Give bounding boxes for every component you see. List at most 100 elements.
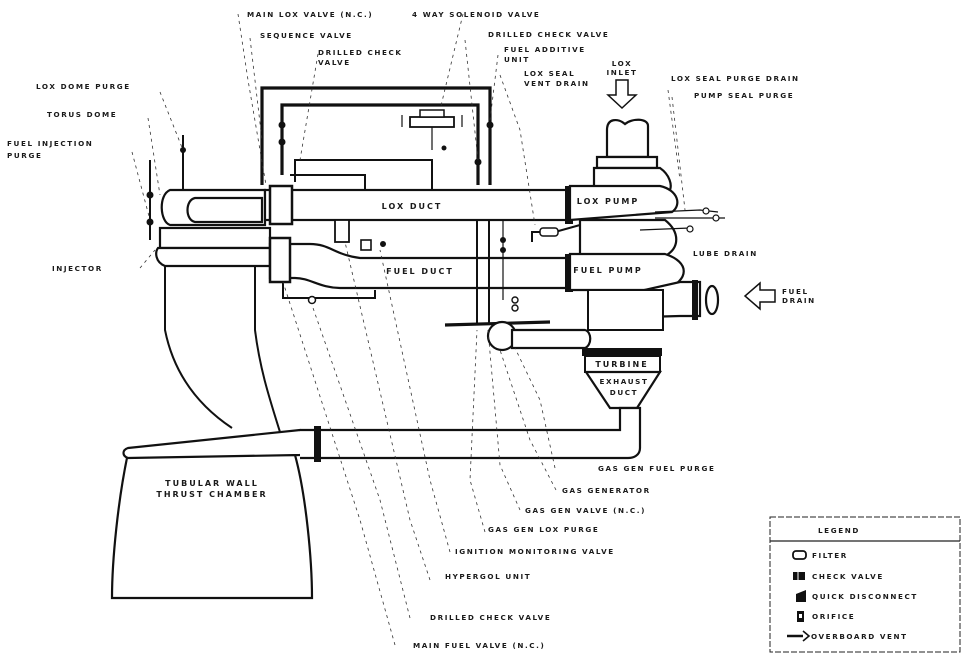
bearing-housing <box>587 289 664 331</box>
gearbox <box>578 218 678 258</box>
injector-assembly <box>146 135 272 268</box>
quick-disconnect-icon <box>712 214 720 222</box>
check-valve-icon <box>500 237 506 243</box>
callout-gas-gen-lox-purge: GAS GEN LOX PURGE <box>488 525 599 534</box>
legend-box <box>769 516 961 653</box>
main-lox-valve <box>268 184 294 226</box>
control-lines <box>260 86 494 305</box>
lox-inlet-label-1: LOX <box>612 59 633 68</box>
turbine-exhaust-manifold <box>122 428 309 460</box>
legend-item-check-valve: CHECK VALVE <box>793 572 884 581</box>
leader-lines <box>131 13 686 646</box>
legend-label: CHECK VALVE <box>812 572 884 581</box>
quick-disconnect-icon <box>380 241 386 247</box>
hypergol-unit <box>334 219 350 243</box>
thrust-chamber-label-1: TUBULAR WALL <box>165 479 259 488</box>
callout-lube-drain: LUBE DRAIN <box>693 249 758 258</box>
lox-duct: LOX DUCT <box>263 184 573 226</box>
exhaust-duct-label-1: EXHAUST <box>600 377 649 386</box>
lox-inlet-label-2: INLET <box>606 68 637 77</box>
legend-label: OVERBOARD VENT <box>811 632 908 641</box>
lox-pump-label: LOX PUMP <box>577 197 639 206</box>
callout-four-way-solenoid-valve: 4 WAY SOLENOID VALVE <box>412 10 540 19</box>
turbine-casing-ring <box>582 348 662 356</box>
lox-duct-body <box>263 188 572 222</box>
check-valve-icon <box>474 158 482 166</box>
callout-gas-generator: GAS GENERATOR <box>562 486 651 495</box>
fuel-pump-label: FUEL PUMP <box>573 266 643 275</box>
check-valve-icon <box>486 121 494 129</box>
check-valve-icon <box>500 247 506 253</box>
gg-outlet <box>510 328 592 350</box>
fuel-duct-body <box>268 242 570 290</box>
fuel-duct-label: FUEL DUCT <box>386 267 454 276</box>
callout-gas-gen-fuel-purge: GAS GEN FUEL PURGE <box>598 464 715 473</box>
torus-dome <box>186 196 264 224</box>
legend-item-orifice: ORIFICE <box>797 611 855 622</box>
lox-inlet-flange <box>595 155 659 170</box>
fuel-manifold <box>155 246 272 268</box>
callout-pump-seal-purge: PUMP SEAL PURGE <box>694 91 794 100</box>
callout-drilled-check-valve-bottom: DRILLED CHECK VALVE <box>430 613 551 622</box>
callout-lox-seal-vent-drain-2: VENT DRAIN <box>524 79 590 88</box>
check-valve-icon <box>180 147 186 153</box>
chamber-wall-left <box>164 230 233 429</box>
filter-icon <box>792 550 807 560</box>
check-valve-icon <box>278 121 286 129</box>
legend-label: FILTER <box>812 551 848 560</box>
check-valve-icon <box>278 138 286 146</box>
lube-line <box>639 227 691 231</box>
callout-main-fuel-valve: MAIN FUEL VALVE (N.C.) <box>413 641 545 650</box>
quick-disconnect-icon <box>796 590 806 602</box>
callout-lox-seal-purge-drain: LOX SEAL PURGE DRAIN <box>671 74 800 83</box>
four-way-solenoid-valve <box>409 116 455 128</box>
callout-drilled-check-valve-top-1: DRILLED CHECK <box>318 48 403 57</box>
thrust-chamber-label-2: THRUST CHAMBER <box>156 490 267 499</box>
callouts: MAIN LOX VALVE (N.C.) 4 WAY SOLENOID VAL… <box>7 10 800 650</box>
pneumatic-line <box>294 159 433 190</box>
callout-drilled-check-valve-right: DRILLED CHECK VALVE <box>488 30 609 39</box>
callout-gas-gen-valve: GAS GEN VALVE (N.C.) <box>525 506 646 515</box>
legend-item-filter: FILTER <box>792 550 848 560</box>
callout-lox-dome-purge: LOX DOME PURGE <box>36 82 131 91</box>
injector-plate <box>158 226 272 250</box>
callout-ignition-monitoring-valve: IGNITION MONITORING VALVE <box>455 547 615 556</box>
legend-item-overboard-vent: OVERBOARD VENT <box>787 630 908 642</box>
drilled-check-line <box>290 174 366 190</box>
fuel-bleed-line <box>282 282 376 299</box>
nozzle-skirt <box>110 451 314 600</box>
exhaust-return-pipe <box>300 406 642 460</box>
check-valve-icon <box>146 218 154 226</box>
callout-fuel-additive-unit-1: FUEL ADDITIVE <box>504 45 586 54</box>
check-valve-icon <box>146 191 154 199</box>
lox-duct-label: LOX DUCT <box>382 202 443 211</box>
check-valve-icon <box>793 572 805 580</box>
callout-sequence-valve: SEQUENCE VALVE <box>260 31 353 40</box>
callout-fuel-injection-purge-2: PURGE <box>7 151 42 160</box>
fuel-duct: FUEL DUCT <box>268 236 573 292</box>
callout-fuel-additive-unit-2: UNIT <box>504 55 530 64</box>
lox-inlet-elbow <box>605 118 650 159</box>
fuel-drain-label-1: FUEL <box>782 287 809 296</box>
lox-pump-body <box>568 184 679 222</box>
legend: LEGEND FILTER CHECK VALVE QUICK DISCONNE… <box>769 516 961 653</box>
seal-drain-line <box>654 209 719 213</box>
gas-generator-feed-lines <box>476 220 581 325</box>
quick-disconnect-icon <box>686 225 694 233</box>
check-valve-icon <box>511 296 519 304</box>
callout-lox-seal-vent-drain-1: LOX SEAL <box>524 69 575 78</box>
fuel-additive-unit <box>539 227 559 237</box>
orifice-icon <box>441 145 447 151</box>
chamber-wall-right <box>254 230 281 433</box>
flow-arrows: LOX INLET FUEL DRAIN <box>606 59 814 311</box>
legend-label: ORIFICE <box>812 612 855 621</box>
callout-main-lox-valve: MAIN LOX VALVE (N.C.) <box>247 10 373 19</box>
callout-drilled-check-valve-top-2: VALVE <box>318 58 351 67</box>
callout-torus-dome: TORUS DOME <box>47 110 117 119</box>
ignition-monitoring-valve <box>360 239 372 251</box>
outer-control-line <box>260 86 492 185</box>
gas-generator <box>444 320 592 352</box>
fuel-inlet-flange <box>692 280 698 320</box>
solenoid-coil <box>419 109 445 118</box>
